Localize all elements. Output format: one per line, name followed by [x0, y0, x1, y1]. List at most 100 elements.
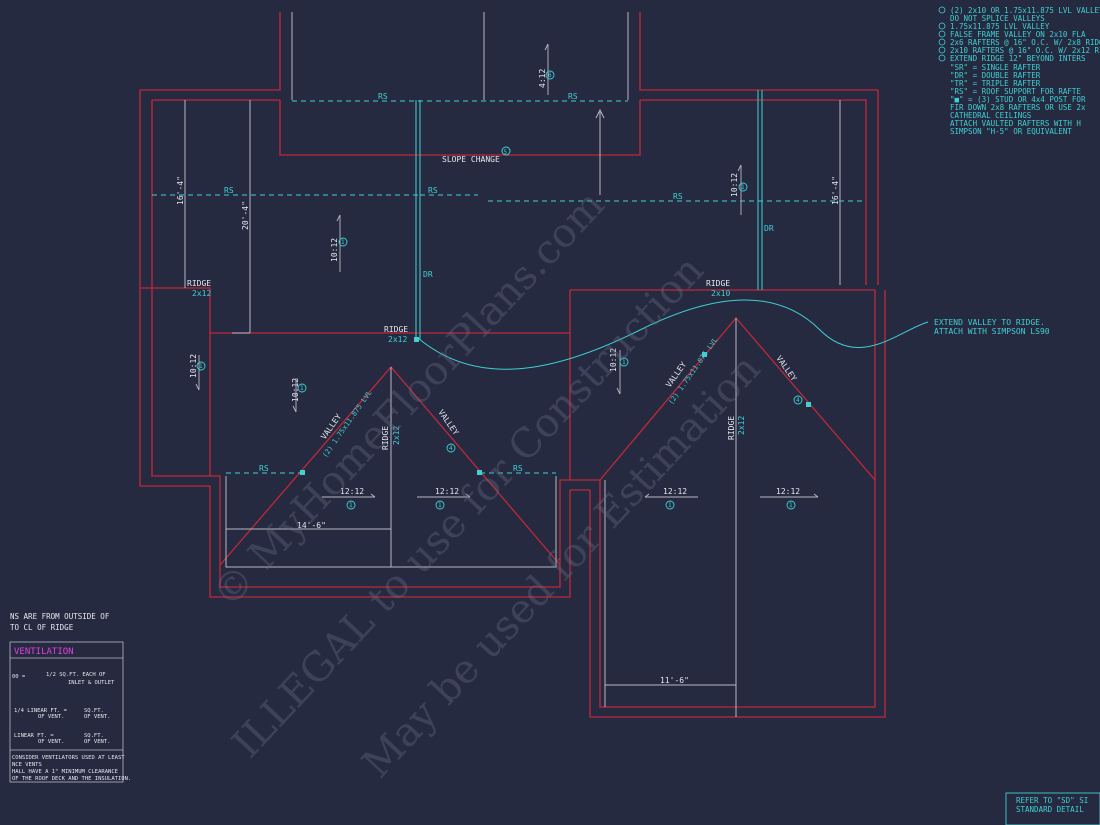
- upper-bay-outline: [279, 100, 641, 156]
- rafter-support-lines: [152, 90, 929, 474]
- note-line: ATTACH VAULTED RAFTERS WITH H: [950, 119, 1081, 128]
- dimension-label: 14'-6": [297, 521, 326, 530]
- refer-line: REFER TO "SD" SI: [1016, 796, 1088, 805]
- post-marker: [702, 352, 707, 357]
- dr-label: DR: [423, 270, 433, 279]
- rs-label: RS: [673, 192, 683, 201]
- ventilation-table: VENTILATION 00 = 1/2 SQ.FT. EACH OF INLE…: [9, 641, 131, 783]
- pitch-label: 12:12: [663, 487, 687, 496]
- svg-text:1: 1: [199, 363, 203, 370]
- ridge-size-label: 2x12: [192, 289, 211, 298]
- svg-text:00 =: 00 =: [12, 674, 26, 680]
- refer-line: STANDARD DETAIL: [1016, 805, 1084, 814]
- note-line: (2) 2x10 OR 1.75x11.875 LVL VALLEY: [950, 6, 1100, 15]
- left-bearing-walls: [184, 100, 251, 334]
- svg-text:1: 1: [741, 184, 745, 191]
- pitch-label: 10:12: [189, 354, 198, 378]
- svg-text:HALL HAVE A 1" MINIMUM CLEARAN: HALL HAVE A 1" MINIMUM CLEARANCE: [12, 769, 118, 775]
- watermark: © MyHomeFloorPlans.com ILLEGAL to use fo…: [204, 182, 770, 787]
- note-line: "RS" = ROOF SUPPORT FOR RAFTE: [950, 87, 1081, 96]
- rs-label: RS: [568, 92, 578, 101]
- svg-text:LINEAR FT. =: LINEAR FT. =: [14, 733, 54, 739]
- svg-text:1: 1: [622, 359, 626, 366]
- valley-label: VALLEY: [774, 354, 798, 383]
- left-note-line: TO CL OF RIDGE: [10, 623, 74, 632]
- rs-label: RS: [224, 186, 234, 195]
- pitch-label: 12:12: [435, 487, 459, 496]
- framing-lines: [184, 12, 841, 717]
- note-line: "■" = (3) STUD OR 4x4 POST FOR: [950, 95, 1086, 104]
- extend-valley-note: ATTACH WITH SIMPSON LS90: [934, 327, 1050, 336]
- svg-text:1: 1: [789, 502, 793, 509]
- note-line: 2x6 RAFTERS @ 16" O.C. W/ 2x8 RIDG: [950, 38, 1100, 47]
- note-line: "DR" = DOUBLE RAFTER: [950, 71, 1041, 80]
- post-marker: [477, 470, 482, 475]
- note-line: 2x10 RAFTERS @ 16" O.C. W/ 2x12 RID: [950, 46, 1100, 55]
- note-line: "TR" = TRIPLE RAFTER: [950, 79, 1041, 88]
- svg-text:6: 6: [548, 72, 552, 79]
- svg-text:OF VENT.: OF VENT.: [84, 739, 111, 745]
- ridge-label: RIDGE: [381, 426, 390, 450]
- ridge-label: RIDGE: [384, 325, 408, 334]
- svg-text:1: 1: [300, 385, 304, 392]
- svg-text:SQ.FT.: SQ.FT.: [84, 708, 104, 714]
- post-marker: [414, 337, 419, 342]
- ridge-label: RIDGE: [187, 279, 211, 288]
- svg-text:4: 4: [796, 397, 800, 404]
- note-line: FIR DOWN 2x8 RAFTERS OR USE 2x: [950, 103, 1086, 112]
- tag-circle: [501, 146, 511, 156]
- ridge-divider-left: [140, 287, 211, 476]
- tag-number: 5: [504, 149, 508, 156]
- svg-text:1: 1: [668, 502, 672, 509]
- upper-bay-walls: [291, 12, 629, 100]
- right-wing-outline: [569, 289, 875, 480]
- svg-text:1: 1: [349, 502, 353, 509]
- ridge-size-label: 2x12: [388, 335, 407, 344]
- dimension-label: 20'-4": [241, 201, 250, 230]
- ridge-size-label: 2x10: [711, 289, 730, 298]
- detail-tags: [196, 70, 803, 510]
- note-line: DO NOT SPLICE VALLEYS: [950, 14, 1045, 23]
- svg-text:INLET & OUTLET: INLET & OUTLET: [68, 680, 115, 686]
- pitch-label: 10:12: [291, 378, 300, 402]
- svg-text:1/4 LINEAR FT. =: 1/4 LINEAR FT. =: [14, 708, 68, 714]
- slope-change-label: SLOPE CHANGE: [442, 155, 500, 164]
- post-marker: [806, 402, 811, 407]
- svg-text:1/2 SQ.FT. EACH OF: 1/2 SQ.FT. EACH OF: [46, 672, 106, 678]
- refer-box: REFER TO "SD" SI STANDARD DETAIL: [1005, 792, 1100, 825]
- svg-text:OF VENT.: OF VENT.: [38, 714, 65, 720]
- pitch-label: 10:12: [609, 348, 618, 372]
- note-line: CATHEDRAL CEILINGS: [950, 111, 1032, 120]
- detail-tag-numbers: 1 1 1 1 1 1 1 1 1 4 4 6: [199, 72, 800, 509]
- dr-label: DR: [764, 224, 774, 233]
- pitch-arrows: [195, 43, 819, 498]
- valley-label: VALLEY: [436, 408, 460, 437]
- slope-arrow-upper: [595, 108, 605, 195]
- dimension-label: 16'-4": [831, 176, 840, 205]
- rs-label: RS: [378, 92, 388, 101]
- rs-label: RS: [428, 186, 438, 195]
- left-note-line: NS ARE FROM OUTSIDE OF: [10, 612, 110, 621]
- rs-label: RS: [259, 464, 269, 473]
- ridge-label: RIDGE: [727, 416, 736, 440]
- ridge-label: RIDGE: [706, 279, 730, 288]
- post-markers: [300, 337, 811, 475]
- ridge-size-label: 2x12: [392, 426, 401, 445]
- pitch-label: 10:12: [330, 238, 339, 262]
- rs-label: RS: [513, 464, 523, 473]
- svg-text:NCE VENTS: NCE VENTS: [12, 762, 42, 768]
- svg-text:OF VENT.: OF VENT.: [84, 714, 111, 720]
- dr-line-left: [415, 100, 421, 340]
- note-line: SIMPSON "H-5" OR EQUIVALENT: [950, 127, 1072, 136]
- pitch-label: 12:12: [776, 487, 800, 496]
- pitch-label: 10:12: [730, 173, 739, 197]
- outer-wall-outline: [139, 12, 886, 718]
- framing-notes: (2) 2x10 OR 1.75x11.875 LVL VALLEY DO NO…: [950, 6, 1100, 136]
- svg-text:1: 1: [438, 502, 442, 509]
- ridge-size-label: 2x12: [737, 416, 746, 435]
- dimension-label: 11'-6": [660, 676, 689, 685]
- extend-valley-note: EXTEND VALLEY TO RIDGE.: [934, 318, 1045, 327]
- note-line: FALSE FRAME VALLEY ON 2x10 FLA: [950, 30, 1086, 39]
